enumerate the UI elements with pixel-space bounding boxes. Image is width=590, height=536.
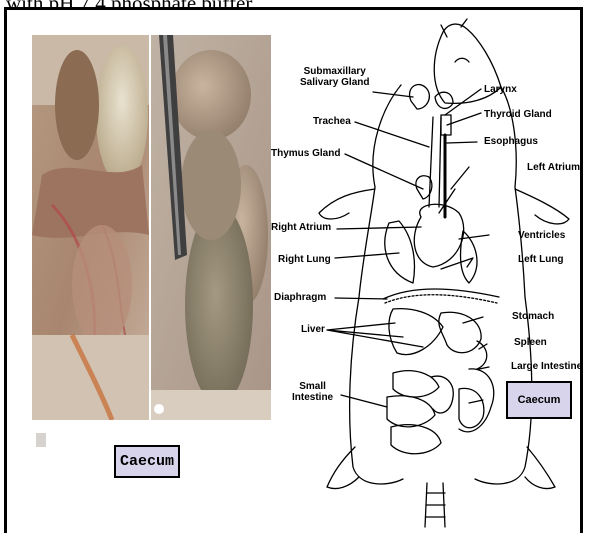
label-esophagus: Esophagus	[484, 136, 538, 147]
label-left-atrium: Left Atrium	[527, 162, 580, 173]
label-small-intestine: Small Intestine	[292, 381, 333, 403]
label-large-intestine: Large Intestine	[511, 361, 582, 372]
label-left-lung: Left Lung	[518, 254, 564, 265]
dissection-photo-left	[32, 35, 149, 420]
caecum-label-left: Caecum	[114, 445, 180, 478]
label-right-atrium: Right Atrium	[271, 222, 331, 233]
label-diaphragm: Diaphragm	[274, 292, 326, 303]
label-larynx: Larynx	[484, 84, 517, 95]
label-ventricles: Ventricles	[518, 230, 565, 241]
rat-anatomy-diagram	[263, 17, 589, 532]
label-thymus-gland: Thymus Gland	[271, 148, 340, 159]
label-trachea: Trachea	[313, 116, 351, 127]
label-right-lung: Right Lung	[278, 254, 331, 265]
label-thyroid-gland: Thyroid Gland	[484, 109, 552, 120]
label-submaxillary-salivary-gland: Submaxillary Salivary Gland	[300, 66, 369, 88]
label-liver: Liver	[301, 324, 325, 335]
label-stomach: Stomach	[512, 311, 554, 322]
label-spleen: Spleen	[514, 337, 547, 348]
caecum-label-right: Caecum	[506, 381, 572, 419]
dissection-photo-middle	[151, 35, 271, 420]
small-gray-mark	[36, 433, 46, 447]
